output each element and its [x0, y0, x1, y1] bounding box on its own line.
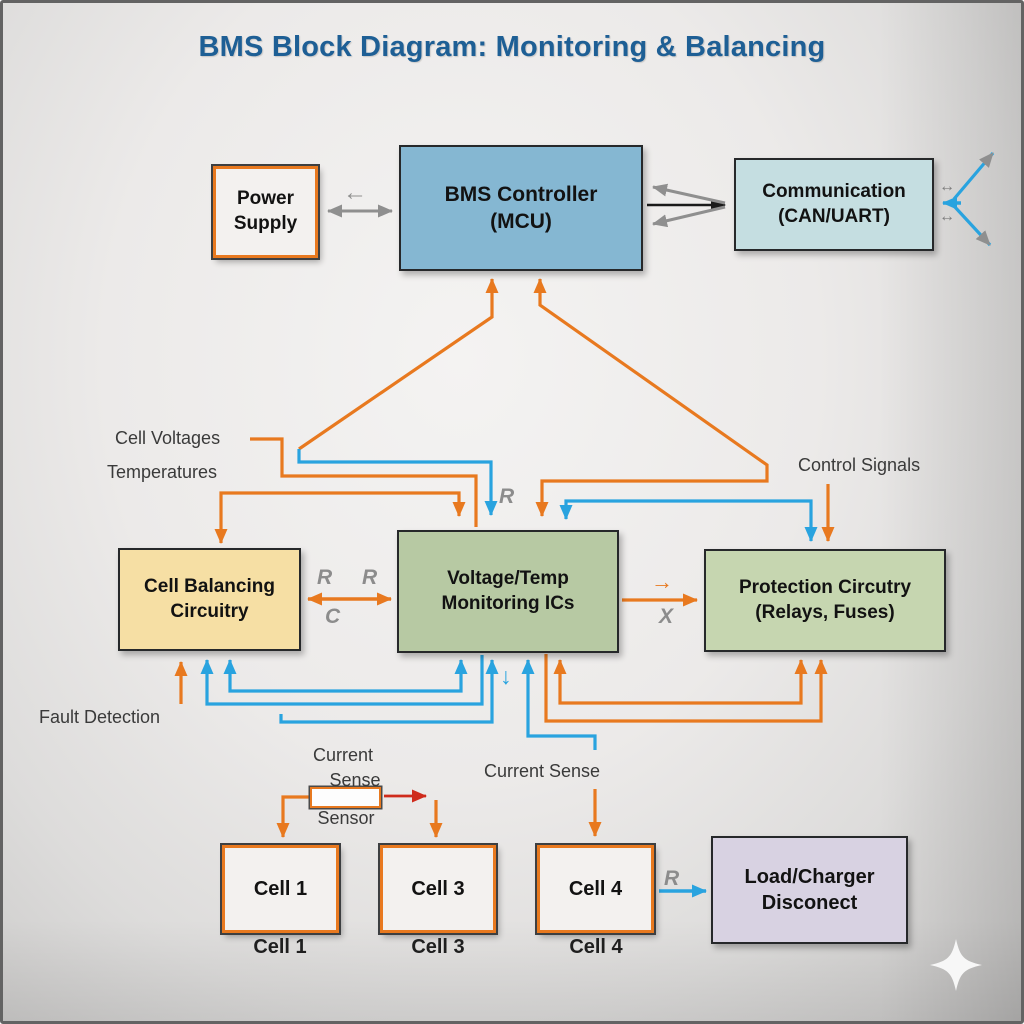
wire-cell-voltages: [250, 437, 478, 527]
connector-lines: [174, 151, 995, 991]
wire-current-sense-blue: [521, 659, 597, 750]
label-current-sense-left-1: Current: [312, 745, 374, 765]
block-protection-circuitry: Protection Circutry (Relays, Fuses): [704, 549, 946, 652]
monitoring-line1: Voltage/Temp: [447, 567, 569, 589]
wire-blue-u2: [200, 655, 484, 706]
bms-line1: BMS Controller: [444, 182, 598, 206]
wire-orange-under-2: [544, 654, 828, 723]
power-supply-line1: Power: [236, 188, 295, 210]
wire-comm-to-bms-upper: [652, 183, 726, 205]
load-line1: Load/Charger: [744, 866, 875, 888]
block-cell1: Cell 1: [222, 845, 339, 933]
wire-left-blue-into-monitoring: [297, 449, 498, 516]
annotation-r-mid-right: R: [362, 566, 378, 589]
caption-cell1: Cell 1: [253, 936, 307, 958]
small-left-arrow-icon: ←: [343, 179, 367, 206]
cell3-label: Cell 3: [411, 878, 465, 900]
label-temperatures: Temperatures: [107, 462, 218, 482]
wire-blue-u1: [223, 659, 468, 693]
annotation-x-right: X: [659, 605, 674, 628]
page-title: BMS Block Diagram: Monitoring & Balancin…: [198, 31, 826, 63]
label-current-sense-left-2: Sense: [329, 770, 381, 790]
protection-line1: Protection Circutry: [738, 576, 912, 598]
bidir-arrow-bottom-icon: ↔: [939, 208, 955, 225]
wire-mon-prot-blue-link: [559, 499, 818, 542]
bms-line2: (MCU): [490, 210, 552, 233]
label-fault-detection: Fault Detection: [39, 707, 161, 727]
label-sensor: Sensor: [317, 808, 375, 828]
cell4-label: Cell 4: [568, 878, 623, 900]
balancing-line2: Circuitry: [170, 600, 249, 622]
annotation-r-load: R: [664, 867, 680, 890]
caption-cell4: Cell 4: [569, 936, 623, 958]
bidir-arrow-top-icon: ↔: [939, 178, 955, 195]
wire-bus-diag-down: [952, 204, 992, 247]
wire-sensor-to-cell1: [276, 795, 310, 838]
block-power-supply: Power Supply: [213, 166, 318, 258]
small-right-arrow-icon: →: [651, 569, 673, 594]
label-control-signals: Control Signals: [798, 455, 921, 475]
load-line2: Disconect: [761, 892, 858, 914]
annotation-r-top: R: [499, 485, 515, 508]
annotation-c-mid: C: [325, 605, 341, 628]
block-voltage-temp-monitoring: Voltage/Temp Monitoring ICs: [397, 530, 619, 653]
block-cell-balancing: Cell Balancing Circuitry: [118, 548, 301, 651]
comm-line1: Communication: [762, 180, 906, 202]
wire-mon-to-bms-left: [298, 278, 499, 451]
wire-orange-under-1: [553, 659, 808, 705]
annotation-r-mid-left: R: [317, 566, 333, 589]
monitoring-line2: Monitoring ICs: [441, 592, 575, 614]
block-communication: Communication (CAN/UART): [734, 158, 934, 251]
block-cell4: Cell 4: [537, 845, 654, 933]
balancing-line1: Cell Balancing: [144, 575, 275, 597]
block-current-sense-sensor: [310, 787, 381, 808]
comm-line2: (CAN/UART): [778, 205, 890, 227]
caption-cell3: Cell 3: [411, 936, 465, 958]
block-bms-controller: BMS Controller (MCU): [399, 145, 643, 271]
label-current-sense-right: Current Sense: [483, 761, 601, 781]
cell1-label: Cell 1: [253, 878, 308, 900]
power-supply-line2: Supply: [233, 213, 298, 234]
block-cell3: Cell 3: [380, 845, 496, 933]
small-down-arrow-icon: ↓: [500, 663, 512, 689]
wire-mon-to-bms-right: [533, 278, 769, 517]
protection-line2: (Relays, Fuses): [755, 601, 895, 623]
sparkle-icon: [930, 939, 982, 991]
label-cell-voltages: Cell Voltages: [115, 428, 221, 448]
wire-blue-u3: [279, 659, 499, 724]
wire-bus-diag-up: [952, 151, 995, 201]
wire-comm-to-bms-lower: [652, 205, 726, 228]
wire-temperatures: [214, 491, 466, 544]
block-load-charger-disconnect: Load/Charger Disconect: [711, 836, 908, 944]
